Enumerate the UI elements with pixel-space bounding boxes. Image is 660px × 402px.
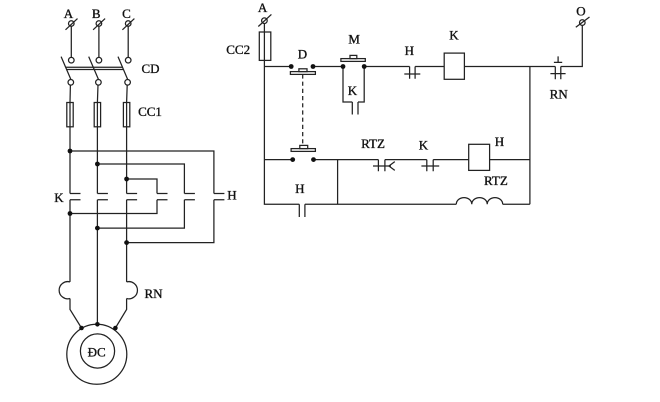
svg-text:K: K xyxy=(449,28,459,43)
svg-text:ĐC: ĐC xyxy=(88,345,106,360)
svg-text:D: D xyxy=(298,47,307,62)
svg-text:C: C xyxy=(122,6,131,21)
svg-text:CC2: CC2 xyxy=(226,42,250,57)
svg-text:B: B xyxy=(92,6,101,21)
svg-text:CC1: CC1 xyxy=(138,104,162,119)
svg-text:H: H xyxy=(405,43,414,58)
svg-text:K: K xyxy=(348,83,358,98)
svg-text:K: K xyxy=(419,138,429,153)
svg-text:RTZ: RTZ xyxy=(484,173,508,188)
svg-text:RTZ: RTZ xyxy=(361,136,385,151)
svg-text:K: K xyxy=(54,190,64,205)
svg-text:RN: RN xyxy=(550,87,569,102)
svg-text:O: O xyxy=(576,4,585,19)
svg-text:A: A xyxy=(64,6,74,21)
svg-text:M: M xyxy=(348,32,360,47)
svg-text:H: H xyxy=(495,134,504,149)
svg-text:H: H xyxy=(295,181,304,196)
svg-text:RN: RN xyxy=(144,286,163,301)
svg-text:CD: CD xyxy=(141,61,159,76)
svg-text:A: A xyxy=(258,0,268,15)
svg-text:H: H xyxy=(227,188,236,203)
